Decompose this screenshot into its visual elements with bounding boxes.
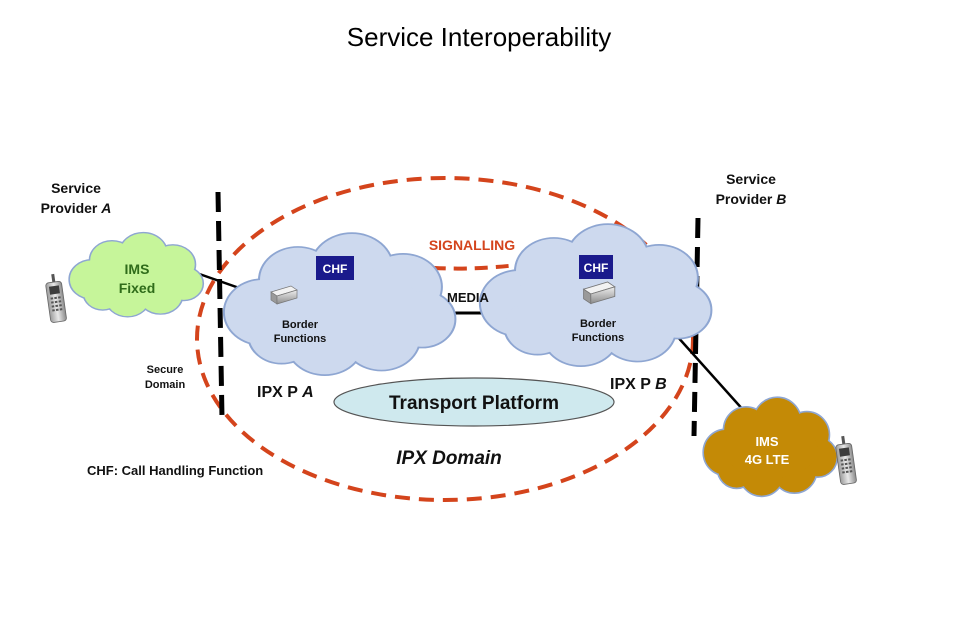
- provider-b-line1: Service: [726, 171, 776, 187]
- transport-platform-label: Transport Platform: [389, 393, 559, 414]
- ims-fixed-label-line1: IMS: [125, 261, 150, 277]
- ims-fixed-label-line2: Fixed: [119, 280, 156, 296]
- secure-domain-line2: Domain: [145, 379, 186, 391]
- transport-platform: [333, 377, 615, 427]
- media-label: MEDIA: [447, 290, 490, 305]
- border-functions-b-line2: Functions: [572, 332, 625, 344]
- ims-lte-label-line1: IMS: [755, 434, 778, 449]
- secure-domain-boundary-b: [691, 217, 701, 437]
- signalling-label: SIGNALLING: [429, 237, 515, 253]
- chf-box-a: [316, 256, 354, 280]
- ipx-domain-boundary: [195, 176, 695, 502]
- ims-lte-label-line2: 4G LTE: [745, 452, 790, 467]
- provider-a-line2: Provider A: [41, 200, 112, 216]
- provider-a-line1: Service: [51, 180, 101, 196]
- chf-legend: CHF: Call Handling Function: [87, 463, 263, 478]
- ipx-domain-label: IPX Domain: [396, 448, 502, 469]
- link-ipx-b-to-ims-lte: [675, 334, 746, 413]
- border-functions-b-line1: Border: [580, 318, 617, 330]
- ipx-provider-a-label: IPX P A: [257, 384, 314, 401]
- border-functions-a-line2: Functions: [274, 333, 327, 345]
- mobile-phone-icon-b: [833, 434, 858, 486]
- ipx-cloud-a: [225, 234, 455, 374]
- secure-domain-boundary-a: [215, 191, 225, 419]
- provider-b-line2: Provider B: [716, 191, 787, 207]
- chf-label-a: CHF: [323, 262, 348, 276]
- mobile-phone-icon-a: [43, 272, 68, 324]
- slide-title: Service Interoperability: [346, 22, 612, 52]
- secure-domain-line1: Secure: [147, 364, 184, 376]
- chf-label-b: CHF: [584, 261, 609, 275]
- ipx-provider-b-label: IPX P B: [610, 376, 667, 393]
- chf-box-b: [579, 255, 613, 279]
- border-functions-a-line1: Border: [282, 319, 319, 331]
